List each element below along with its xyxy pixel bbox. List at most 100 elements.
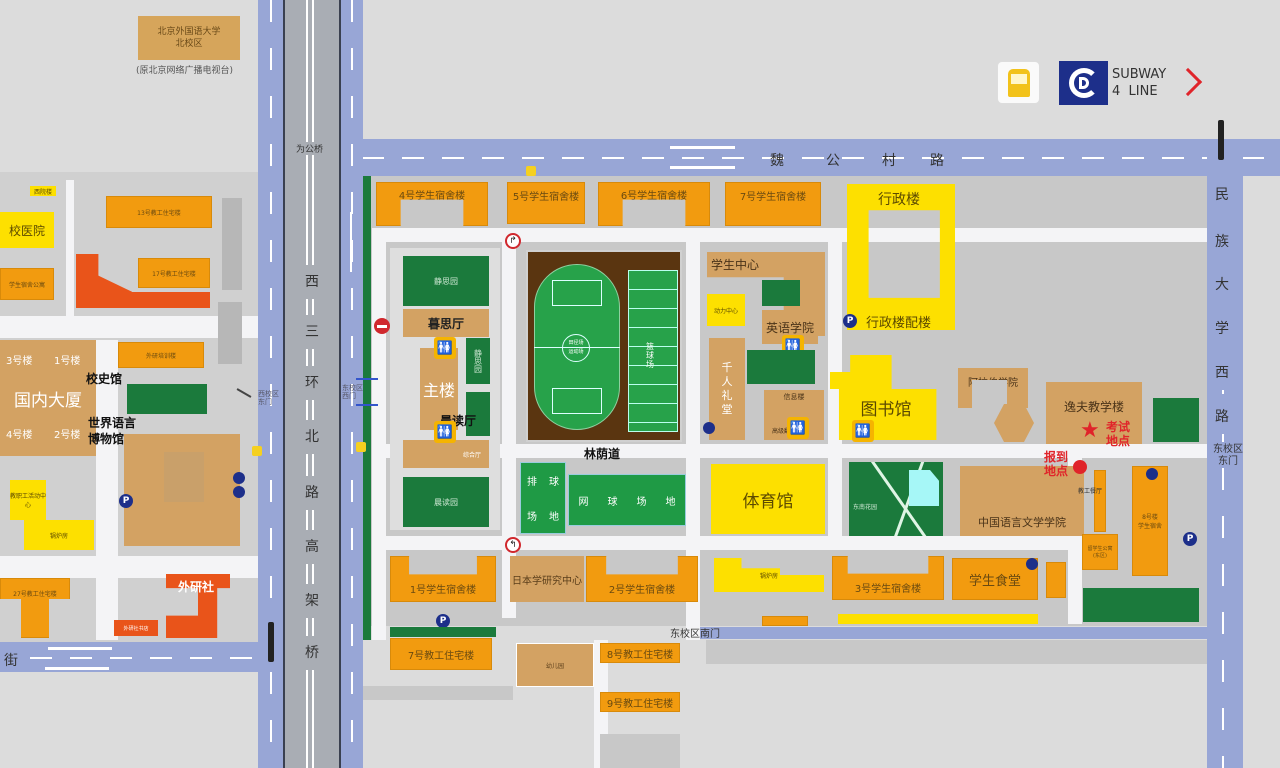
parking-icon[interactable]: P [119, 494, 133, 508]
parking-icon[interactable]: P [843, 314, 857, 328]
atm-icon[interactable] [233, 472, 245, 484]
garden-southeast[interactable]: 东南花园 [849, 462, 943, 536]
east-campus-west-gate[interactable]: 东校区 西门 [342, 384, 363, 400]
volleyball-char: 场 [527, 512, 537, 523]
basketball-label: 篮 球 场 [646, 342, 654, 369]
building-dorm-8[interactable]: 8号楼 学生宿舍 [1132, 466, 1168, 576]
building-activity-center[interactable]: 教职工活动中心 [10, 480, 46, 520]
green-student-center [762, 280, 800, 306]
path [502, 228, 516, 618]
atm-icon[interactable] [1026, 558, 1038, 570]
building-staff-canteen[interactable] [1094, 470, 1106, 532]
building-3-label: 3号楼 [6, 356, 33, 367]
building-canteen[interactable]: 学生食堂 [952, 558, 1038, 600]
road-label: 路 [304, 476, 320, 510]
building-japan-center[interactable]: 日本学研究中心 [510, 556, 584, 602]
restroom-icon[interactable]: 🚻 [434, 421, 456, 443]
lane-marking [30, 657, 258, 659]
chevron-right-icon[interactable] [1173, 66, 1203, 100]
road-label: 高 [304, 530, 320, 564]
road-label: 三 [304, 315, 320, 349]
building-yifu[interactable]: 逸夫教学楼 [1046, 382, 1142, 444]
building-dorm-5[interactable]: 5号学生宿舍楼 [507, 182, 585, 224]
road-label: 大 [1214, 268, 1230, 302]
road-label: 北 [304, 420, 320, 454]
dorm-8-label: 8号楼 学生宿舍 [1137, 514, 1162, 530]
arrow-right-icon [356, 404, 378, 406]
building-staff-9[interactable]: 9号教工住宅楼 [600, 692, 680, 712]
bus-stop-icon[interactable] [356, 442, 366, 452]
garden-chendu[interactable]: 晨读园 [403, 477, 489, 527]
building-training[interactable]: 外研培训楼 [118, 342, 204, 368]
building-boiler-west[interactable]: 锅炉房 [24, 520, 94, 550]
library-label: 图书馆 [860, 400, 912, 420]
building-hospital[interactable]: 校医院 [0, 212, 54, 248]
building-staff-13[interactable]: 13号教工住宅楼 [106, 196, 212, 228]
exam-location-star-icon[interactable]: ★ [1080, 418, 1100, 443]
path [0, 556, 258, 578]
west-campus-east-gate[interactable]: 西校区 东门 [258, 390, 279, 406]
east-campus-south-gate[interactable]: 东校区南门 [670, 629, 720, 640]
musi-label: 暮思厅 [427, 316, 464, 331]
garden-jingsi[interactable]: 静思园 [403, 256, 489, 306]
staff-8-label: 8号教工住宅楼 [606, 649, 674, 661]
building-auditorium[interactable]: 千 人 礼 堂 [709, 338, 745, 440]
hall-musi[interactable]: 暮思厅 [403, 309, 489, 337]
parking-icon[interactable]: P [436, 614, 450, 628]
building-staff-8[interactable]: 8号教工住宅楼 [600, 643, 680, 663]
admin-annex-label: 行政楼配楼 [866, 316, 932, 331]
restroom-icon[interactable]: 🚻 [852, 420, 874, 442]
kindergarten-label: 幼儿园 [545, 662, 564, 670]
register-location-dot-icon[interactable] [1073, 460, 1087, 474]
tennis-char: 场 [636, 496, 647, 508]
restroom-icon[interactable]: 🚻 [787, 417, 809, 439]
bus-icon[interactable] [997, 61, 1040, 104]
staff-13-label: 13号教工住宅楼 [137, 209, 181, 217]
garden-2-label: 晨读园 [434, 497, 458, 507]
building-staff-17[interactable]: 17号教工住宅楼 [138, 258, 210, 288]
admin-label: 行政楼 [878, 192, 920, 208]
student-center-label: 学生中心 [711, 258, 760, 272]
building-small-west[interactable]: 西院楼 [30, 186, 56, 196]
staff-bottom-label: 27号教工住宅楼 [13, 590, 57, 598]
volleyball-court[interactable]: 排 球 场 地 [520, 462, 566, 534]
building-intl-apartment[interactable]: 留学生公寓 (东区) [1082, 534, 1118, 570]
atm-icon[interactable] [233, 486, 245, 498]
hall-lower[interactable]: 综合厅 [403, 440, 489, 468]
restroom-icon[interactable]: 🚻 [434, 337, 456, 359]
bus-stop-icon[interactable] [526, 166, 536, 176]
subway-text: SUBWAY [1112, 67, 1167, 82]
dorm-5-label: 5号学生宿舍楼 [512, 191, 580, 203]
building-west-dorm[interactable]: 学生宿舍公寓 [0, 268, 54, 300]
atm-icon[interactable] [703, 422, 715, 434]
orange-strip [762, 616, 808, 626]
building-guonei-dasha[interactable]: 3号楼 1号楼 国内大厦 4号楼 2号楼 [0, 340, 96, 456]
east-campus-east-gate[interactable]: 东校区 东门 [1213, 444, 1243, 468]
atm-icon[interactable] [1146, 468, 1158, 480]
building-staff-7[interactable]: 7号教工住宅楼 [390, 638, 492, 670]
stadium[interactable]: 田径场 运动场 篮 球 场 [526, 250, 682, 442]
building-small-canteen[interactable] [1046, 562, 1066, 598]
road-label: 架 [304, 584, 320, 618]
bus-stop-icon[interactable] [252, 446, 262, 456]
building-chinese-school[interactable]: 中国语言文学学院 [960, 466, 1084, 536]
arrow-left-icon [356, 378, 378, 380]
parking-icon[interactable]: P [1183, 532, 1197, 546]
building-power-center[interactable]: 动力中心 [707, 294, 745, 326]
chinese-school-label: 中国语言文学学院 [978, 516, 1066, 529]
building-fltrp-shop[interactable]: 外研社书店 [114, 620, 158, 636]
building-kindergarten[interactable]: 幼儿园 [516, 643, 594, 687]
arrow-right-icon [45, 667, 109, 670]
volleyball-char: 排 [527, 477, 537, 488]
grey-building [222, 198, 242, 290]
building-dorm-7[interactable]: 7号学生宿舍楼 [725, 182, 821, 226]
dorm-2-label: 2号学生宿舍楼 [608, 584, 676, 596]
beijing-subway-logo[interactable] [1059, 61, 1108, 105]
building-gym[interactable]: 体育馆 [711, 464, 825, 534]
road-label-cun: 村 [882, 153, 896, 169]
building-red-strip[interactable] [110, 292, 210, 308]
tennis-court[interactable]: 网 球 场 地 [568, 474, 686, 526]
path [686, 228, 700, 768]
staff-7-label: 7号教工住宅楼 [407, 650, 475, 662]
building-main[interactable]: 主楼 [420, 348, 458, 430]
